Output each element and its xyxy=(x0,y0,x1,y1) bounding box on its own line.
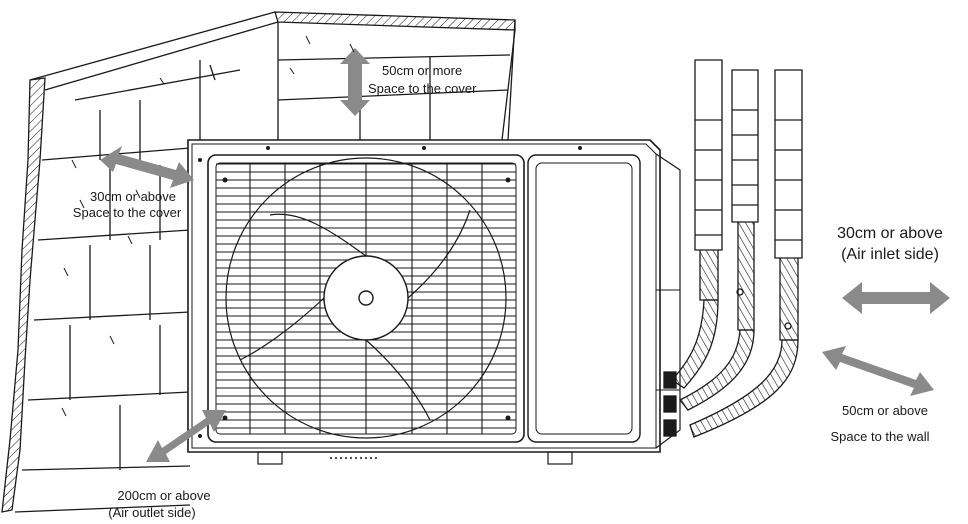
left-clearance-distance: 30cm or above xyxy=(90,189,176,204)
top-clearance-arrow xyxy=(340,48,370,116)
outdoor-unit-body xyxy=(187,139,681,465)
inlet-clearance-note: (Air inlet side) xyxy=(841,246,939,263)
outlet-clearance-distance: 200cm or above xyxy=(117,488,211,503)
inlet-clearance-arrow xyxy=(842,282,950,314)
wall-clearance-arrow xyxy=(822,346,934,396)
outlet-clearance-arrow xyxy=(146,410,226,462)
top-clearance-distance: 50cm or more xyxy=(382,63,463,78)
clearance-arrows xyxy=(100,48,950,462)
outlet-clearance-note: (Air outlet side) xyxy=(108,505,196,520)
left-clearance-arrow xyxy=(100,146,194,188)
refrigerant-pipes xyxy=(663,59,803,438)
top-clearance-note: Space to the cover xyxy=(368,81,477,96)
wall-clearance-distance: 50cm or above xyxy=(842,403,928,418)
left-clearance-note: Space to the cover xyxy=(72,205,182,220)
wall-clearance-note: Space to the wall xyxy=(830,429,930,444)
inlet-clearance-distance: 30cm or above xyxy=(837,225,943,242)
